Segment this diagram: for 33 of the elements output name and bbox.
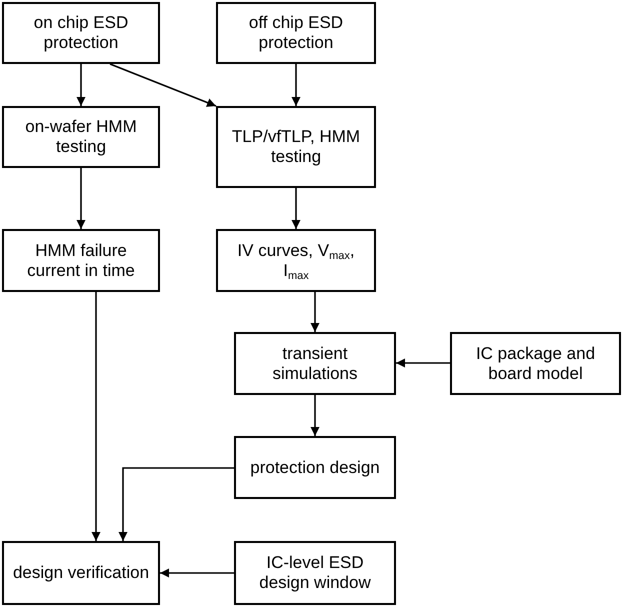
arrow	[292, 188, 300, 229]
box-label: off chip ESD protection	[248, 13, 344, 53]
arrow	[110, 63, 216, 107]
box-label: HMM failure current in time	[26, 240, 136, 280]
process-box	[2, 229, 160, 292]
process-box	[2, 2, 160, 64]
arrow	[310, 292, 320, 332]
box-label: protection design	[250, 458, 380, 478]
box-label: on chip ESD protection	[32, 13, 130, 53]
process-box	[216, 229, 376, 292]
box-label: IV curves, V$_{max}$, I$_{max}$	[236, 240, 356, 280]
arrow	[76, 168, 86, 229]
arrow	[396, 358, 450, 368]
box-label: transient simulations	[271, 344, 359, 384]
process-box	[216, 2, 376, 64]
arrow	[92, 292, 100, 541]
box-label: IC package and board model	[474, 344, 596, 384]
process-box	[450, 332, 621, 395]
process-box	[234, 332, 396, 395]
box-label: IC-level ESD design window	[258, 553, 372, 593]
arrow	[76, 64, 86, 106]
process-box	[216, 106, 376, 188]
arrow	[118, 467, 234, 541]
process-box	[234, 541, 396, 605]
process-box	[234, 436, 396, 499]
box-label: TLP/vfTLP, HMM testing	[230, 127, 362, 167]
arrow	[292, 64, 300, 106]
box-label: on-wafer HMM testing	[24, 117, 138, 157]
process-box	[2, 106, 160, 168]
arrow	[310, 395, 320, 436]
process-box	[2, 541, 160, 605]
arrow	[160, 568, 234, 578]
box-label: design verification	[12, 563, 150, 583]
